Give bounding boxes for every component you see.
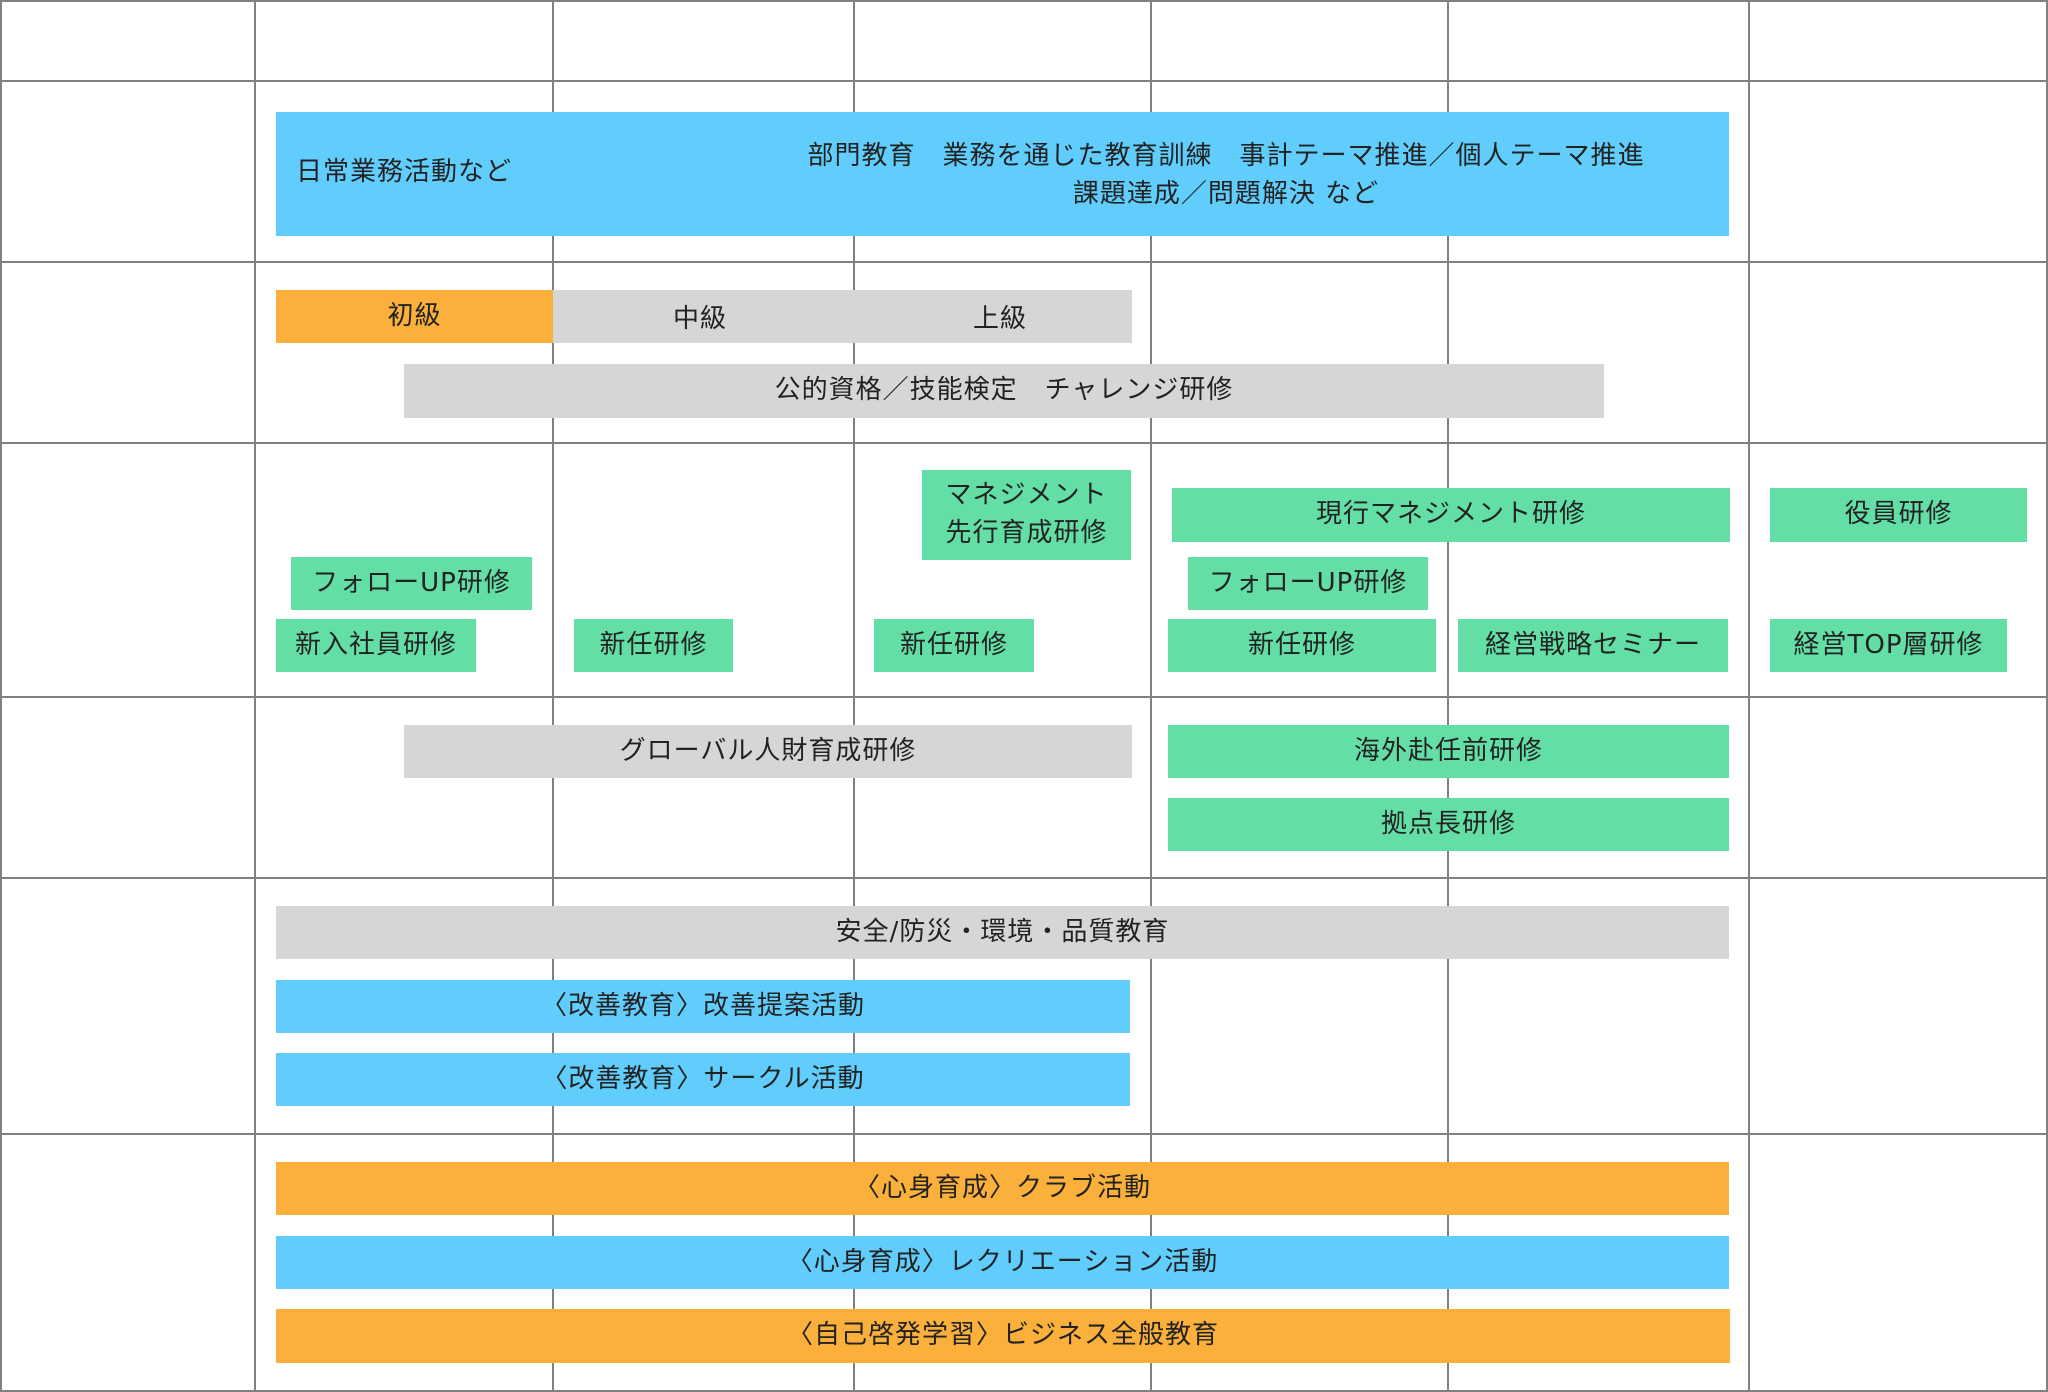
strategy-seminar-bar: 経営戦略セミナー <box>1458 619 1728 672</box>
ojt-label: 日常業務活動など <box>296 157 513 187</box>
business-education-bar: 〈自己啓発学習〉ビジネス全般教育 <box>276 1309 1730 1363</box>
follow-up-training-label-2: フォローUP研修 <box>1208 567 1408 598</box>
safety-quality-education-bar: 安全/防災・環境・品質教育 <box>276 906 1729 959</box>
kaizen-proposal-bar: 〈改善教育〉改善提案活動 <box>276 980 1130 1033</box>
kaizen-circle-bar: 〈改善教育〉サークル活動 <box>276 1053 1130 1106</box>
current-mgmt-training-label: 現行マネジメント研修 <box>1315 499 1586 530</box>
new-employee-training-label: 新入社員研修 <box>294 629 457 660</box>
skill-intermediate-label: 中級 <box>673 304 728 334</box>
club-activity-bar: 〈心身育成〉クラブ活動 <box>276 1162 1729 1215</box>
skill-advanced-label: 上級 <box>973 304 1028 334</box>
pre-assignment-training-bar: 海外赴任前研修 <box>1168 725 1729 778</box>
base-manager-training-bar: 拠点長研修 <box>1168 798 1729 851</box>
mgmt-advance-line1: マネジメント <box>945 480 1108 511</box>
base-manager-training-label: 拠点長研修 <box>1380 808 1516 839</box>
ojt-bar: 日常業務活動など 部門教育 業務を通じた教育訓練 事計テーマ推進／個人テーマ推進… <box>276 112 1729 236</box>
officer-training-label: 役員研修 <box>1844 499 1953 530</box>
qualification-bar: 公的資格／技能検定 チャレンジ研修 <box>404 364 1604 418</box>
ojt-description: 部門教育 業務を通じた教育訓練 事計テーマ推進／個人テーマ推進 課題達成／問題解… <box>726 138 1726 213</box>
ojt-description-line2: 課題達成／問題解決 など <box>1072 178 1380 209</box>
skill-beginner-bar: 初級 <box>276 290 553 343</box>
follow-up-training-bar-1: フォローUP研修 <box>291 557 532 610</box>
business-education-label: 〈自己啓発学習〉ビジネス全般教育 <box>786 1320 1219 1351</box>
mgmt-advance-line2: 先行育成研修 <box>945 518 1108 548</box>
mgmt-advance-training-bar: マネジメント 先行育成研修 <box>922 470 1131 560</box>
qualification-label: 公的資格／技能検定 チャレンジ研修 <box>774 375 1234 406</box>
new-appointee-training-label-3: 新任研修 <box>1247 629 1356 660</box>
global-talent-training-label: グローバル人財育成研修 <box>619 735 917 766</box>
safety-quality-education-label: 安全/防災・環境・品質教育 <box>835 916 1170 947</box>
follow-up-training-bar-2: フォローUP研修 <box>1188 557 1428 610</box>
current-mgmt-training-bar: 現行マネジメント研修 <box>1172 488 1730 542</box>
new-appointee-training-label-1: 新任研修 <box>599 629 708 660</box>
ojt-description-line1: 部門教育 業務を通じた教育訓練 事計テーマ推進／個人テーマ推進 <box>807 141 1645 171</box>
new-employee-training-bar: 新入社員研修 <box>276 619 476 672</box>
top-management-training-bar: 経営TOP層研修 <box>1770 619 2007 672</box>
recreation-activity-label: 〈心身育成〉レクリエーション活動 <box>786 1246 1219 1277</box>
new-appointee-training-bar-1: 新任研修 <box>574 619 733 672</box>
club-activity-label: 〈心身育成〉クラブ活動 <box>853 1172 1151 1203</box>
new-appointee-training-bar-3: 新任研修 <box>1168 619 1436 672</box>
top-management-training-label: 経営TOP層研修 <box>1793 629 1984 660</box>
follow-up-training-label-1: フォローUP研修 <box>312 567 511 598</box>
kaizen-proposal-label: 〈改善教育〉改善提案活動 <box>540 990 865 1021</box>
kaizen-circle-label: 〈改善教育〉サークル活動 <box>541 1063 865 1094</box>
strategy-seminar-label: 経営戦略セミナー <box>1484 629 1701 660</box>
pre-assignment-training-label: 海外赴任前研修 <box>1353 735 1543 766</box>
new-appointee-training-bar-2: 新任研修 <box>874 619 1034 672</box>
recreation-activity-bar: 〈心身育成〉レクリエーション活動 <box>276 1236 1729 1289</box>
officer-training-bar: 役員研修 <box>1770 488 2027 542</box>
skill-intermediate-advanced-bar: 中級 上級 <box>553 290 1132 343</box>
global-talent-training-bar: グローバル人財育成研修 <box>404 725 1132 778</box>
skill-beginner-label: 初級 <box>387 300 442 331</box>
new-appointee-training-label-2: 新任研修 <box>899 629 1008 660</box>
